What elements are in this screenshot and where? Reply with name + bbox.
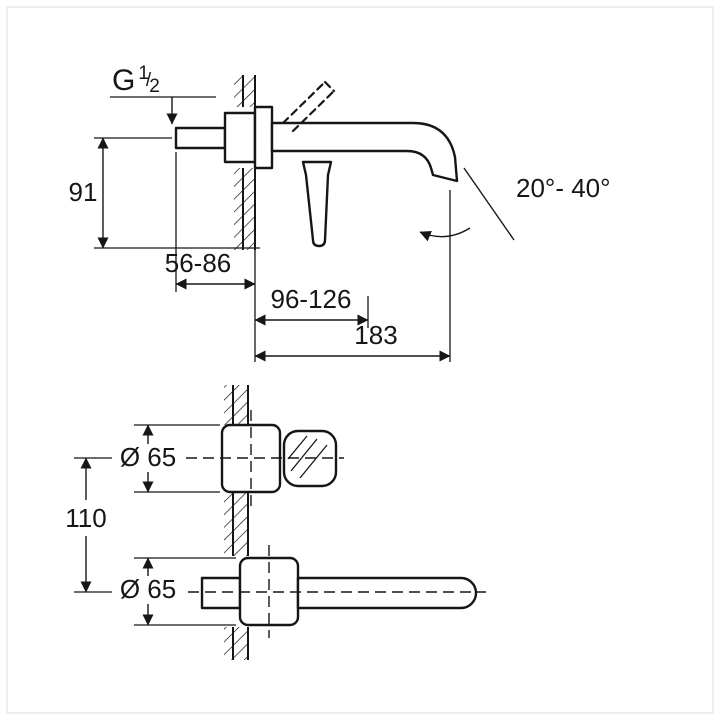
dim-projection-label: 183 — [354, 320, 397, 350]
shading-line — [287, 435, 308, 460]
dim-angle: 20°- 40° — [419, 167, 611, 242]
angle-rotation-arrow — [419, 227, 471, 242]
angle-reference-line — [463, 167, 515, 241]
handle-open-edge — [291, 89, 336, 133]
wall-hatch — [224, 492, 248, 556]
shading-line — [290, 438, 318, 472]
wall-hatch — [234, 75, 255, 107]
handle-front-view — [186, 410, 344, 506]
wall-hatch — [224, 627, 248, 660]
dim-96-126: 96-126 — [254, 284, 369, 328]
supply-pipe — [174, 126, 227, 150]
dim-depth-label: 56-86 — [165, 248, 232, 278]
dim-56-86: 56-86 — [165, 152, 256, 362]
dim-height-label: 91 — [69, 177, 98, 207]
spout-front-view — [188, 545, 486, 638]
handle-open-position — [281, 80, 336, 133]
wall-face-lines — [242, 75, 256, 250]
wall-section-side-view — [234, 75, 256, 250]
spout-wall-stub — [200, 576, 242, 610]
dim-110: 110 — [65, 457, 112, 593]
concealed-body — [223, 111, 257, 164]
front-view: Ø 65 110 Ø 65 — [65, 385, 486, 660]
handle-grip-shading — [287, 435, 328, 479]
dim-spout-diameter-label: Ø 65 — [120, 574, 176, 604]
spout-side — [270, 121, 459, 183]
dim-183: 183 — [254, 190, 451, 362]
wall-hatch — [234, 168, 255, 250]
handle-open-edge — [281, 80, 327, 125]
shading-line — [299, 444, 328, 479]
dim-center-distance-label: 110 — [65, 503, 106, 533]
wall-section-front-view — [224, 385, 249, 660]
dim-spout-diameter: Ø 65 — [120, 557, 236, 626]
dim-91: 91 — [69, 137, 260, 249]
mixer-body-side-view — [174, 80, 459, 248]
dim-angle-label: 20°- 40° — [516, 173, 611, 203]
escutcheon-plate-side — [253, 105, 274, 170]
spout-front — [296, 576, 478, 610]
dim-handle-diameter-label: Ø 65 — [120, 442, 176, 472]
wall-face-lines — [232, 385, 249, 660]
image-frame — [6, 6, 714, 714]
handle-open-end — [323, 80, 336, 93]
handle-lever — [301, 160, 333, 248]
wall-hatch — [224, 385, 248, 425]
dim-handle-diameter: Ø 65 — [120, 424, 220, 493]
dim-reach-label: 96-126 — [271, 284, 352, 314]
